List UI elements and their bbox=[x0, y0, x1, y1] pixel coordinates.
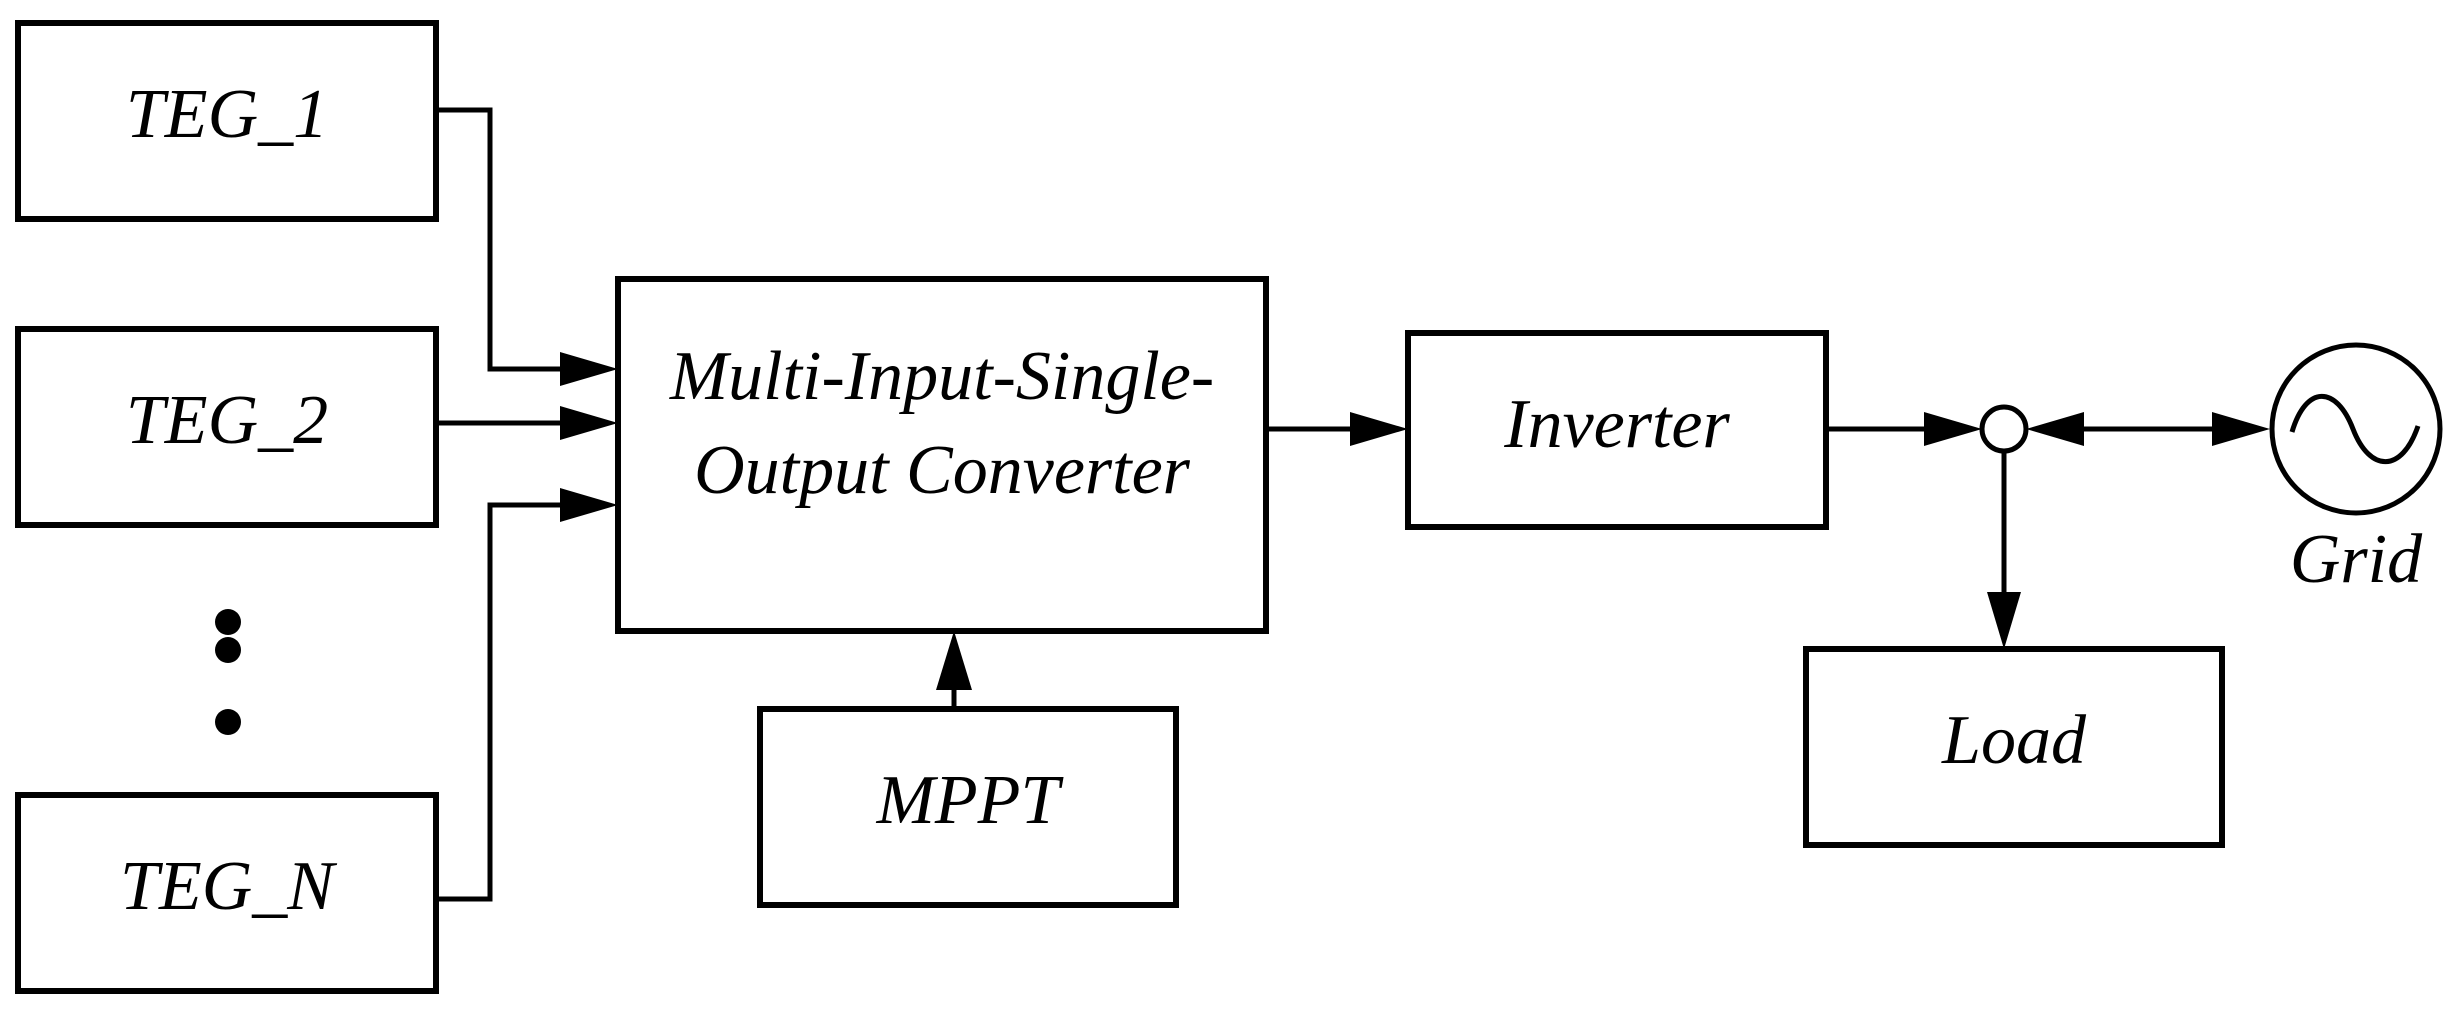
teg-1-block bbox=[15, 20, 439, 222]
arrowhead-junction-from-inverter bbox=[1924, 412, 1982, 446]
junction-node-icon bbox=[1979, 404, 2029, 454]
arrowhead-teg-2 bbox=[560, 406, 618, 440]
ellipsis-dot bbox=[215, 709, 241, 735]
mppt-label: MPPT bbox=[876, 762, 1065, 839]
arrowhead-teg-n bbox=[560, 488, 618, 522]
inverter-label: Inverter bbox=[1503, 386, 1730, 463]
grid-source-circle bbox=[2269, 342, 2443, 516]
ac-sine-source-icon bbox=[2269, 342, 2443, 516]
converter-block bbox=[615, 276, 1269, 634]
teg-n-connector bbox=[436, 502, 560, 902]
teg-1-connector bbox=[436, 107, 560, 372]
teg-n-block bbox=[15, 792, 439, 994]
arrowhead-mppt bbox=[936, 631, 972, 690]
arrowhead-grid bbox=[2212, 412, 2270, 446]
mppt-block bbox=[757, 706, 1179, 908]
ellipsis-dot bbox=[215, 637, 241, 663]
arrowhead-junction-from-grid bbox=[2026, 412, 2084, 446]
arrowhead-inverter bbox=[1350, 412, 1408, 446]
teg-2-block bbox=[15, 326, 439, 528]
converter-label-line2: Output Converter bbox=[694, 432, 1191, 509]
load-label: Load bbox=[1941, 702, 2087, 779]
arrowhead-teg-1 bbox=[560, 352, 618, 386]
teg-1-label: TEG_1 bbox=[126, 76, 328, 153]
vertical-ellipsis-dots bbox=[215, 609, 241, 735]
converter-label-line1: Multi-Input-Single- bbox=[669, 338, 1214, 415]
arrowhead-load bbox=[1987, 592, 2021, 649]
teg-n-label: TEG_N bbox=[120, 848, 337, 925]
grid-label: Grid bbox=[2290, 521, 2423, 598]
sine-wave-icon bbox=[2289, 393, 2421, 465]
teg-2-label: TEG_2 bbox=[126, 382, 328, 459]
load-block bbox=[1803, 646, 2225, 848]
ellipsis-dot bbox=[215, 609, 241, 635]
